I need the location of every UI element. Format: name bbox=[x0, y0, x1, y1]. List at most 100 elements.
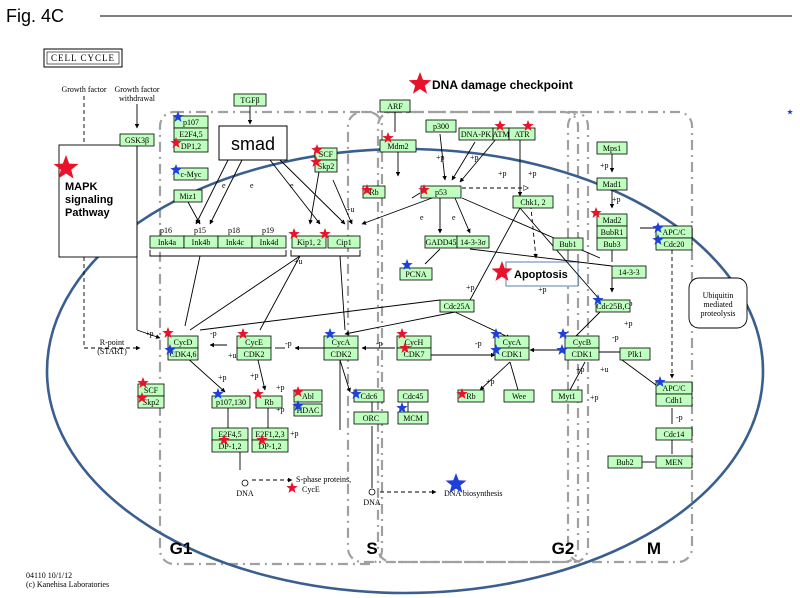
svg-text:Wee: Wee bbox=[512, 392, 526, 401]
svg-text:14-3-3σ: 14-3-3σ bbox=[460, 238, 486, 247]
red-star-icon bbox=[286, 482, 298, 493]
gene-cdk7: CDK7 bbox=[396, 347, 432, 361]
red-star-icon bbox=[399, 342, 411, 353]
svg-text:Bub2: Bub2 bbox=[616, 458, 633, 467]
growth-factor-label: Growth factor bbox=[61, 85, 106, 94]
red-star-icon bbox=[252, 388, 264, 399]
svg-text:p107,130: p107,130 bbox=[216, 398, 246, 407]
gene-e2f45-top: E2F4,5 bbox=[173, 127, 209, 141]
phase-box-g2 bbox=[376, 110, 590, 564]
gene-dp12-bottom: DP-1,2 bbox=[211, 439, 249, 453]
dna-damage-checkpoint-label: DNA damage checkpoint bbox=[432, 78, 573, 92]
gene-atr: ATR bbox=[508, 127, 536, 141]
svg-text:-p: -p bbox=[676, 413, 683, 422]
gene-wee: Wee bbox=[503, 389, 535, 403]
gene-cycb: CycB bbox=[564, 335, 600, 349]
svg-text:Rb: Rb bbox=[369, 188, 378, 197]
svg-text:+p: +p bbox=[486, 377, 495, 386]
red-star-icon bbox=[418, 184, 430, 195]
phase-label-g2: G2 bbox=[552, 539, 575, 558]
svg-text:E2F4,5: E2F4,5 bbox=[218, 430, 241, 439]
svg-text:-p: -p bbox=[612, 333, 619, 342]
svg-text:+p: +p bbox=[436, 153, 445, 162]
blue-star-icon bbox=[490, 328, 502, 339]
apoptosis-label: Apoptosis bbox=[514, 269, 568, 281]
p15-label: p15 bbox=[194, 226, 206, 235]
gene-skp2-bottom: Skp2 bbox=[137, 395, 165, 409]
svg-text:DP1,2: DP1,2 bbox=[181, 142, 201, 151]
gene-cdc20: Cdc20 bbox=[655, 237, 693, 251]
edges bbox=[136, 106, 675, 495]
mapk-label-1: MAPK bbox=[65, 181, 97, 193]
svg-text:ARF: ARF bbox=[387, 102, 403, 111]
svg-text:Bub1: Bub1 bbox=[559, 240, 576, 249]
gene-e2f45-bottom: E2F4,5 bbox=[211, 427, 249, 441]
svg-text:+u: +u bbox=[228, 351, 237, 360]
svg-text:DP-1,2: DP-1,2 bbox=[259, 442, 282, 451]
gene-p300: p300 bbox=[425, 119, 457, 133]
svg-text:CDK7: CDK7 bbox=[404, 350, 425, 359]
gene-mdm2: Mdm2 bbox=[379, 139, 417, 153]
svg-text:+p: +p bbox=[276, 405, 285, 414]
svg-text:e: e bbox=[222, 181, 226, 190]
svg-text:e: e bbox=[452, 213, 456, 222]
s-phase-cyce-label: CycE bbox=[302, 485, 320, 494]
svg-text:Ink4a: Ink4a bbox=[158, 238, 177, 247]
ubiquitin-label-2: mediated bbox=[703, 300, 732, 309]
svg-text:Bub3: Bub3 bbox=[603, 240, 620, 249]
gene-ink4a: Ink4a bbox=[149, 235, 185, 249]
svg-text:CDK2: CDK2 bbox=[331, 350, 352, 359]
svg-text:-p: -p bbox=[285, 339, 292, 348]
svg-text:MCM: MCM bbox=[403, 414, 423, 423]
ubiquitin-box bbox=[688, 277, 748, 329]
gene-tgfb: TGFβ bbox=[233, 93, 267, 107]
r-point-label-1: R-point bbox=[100, 338, 125, 347]
svg-text:Mad2: Mad2 bbox=[603, 216, 622, 225]
gene-cdc45: Cdc45 bbox=[397, 389, 429, 403]
svg-text:ATM: ATM bbox=[493, 130, 510, 139]
red-star-icon bbox=[136, 392, 148, 403]
gene-cdk46: CDK4,6 bbox=[167, 347, 199, 361]
svg-text:+p: +p bbox=[528, 169, 537, 178]
highlight-ellipse bbox=[45, 147, 765, 595]
svg-text:PCNA: PCNA bbox=[405, 270, 427, 279]
svg-text:ATR: ATR bbox=[514, 130, 530, 139]
ubiquitin-label-1: Ubiquitin bbox=[703, 291, 734, 300]
svg-text:BubR1: BubR1 bbox=[601, 228, 624, 237]
gene-cdk2-s: CDK2 bbox=[323, 347, 359, 361]
red-star-icon bbox=[137, 377, 149, 388]
gene-bub3: Bub3 bbox=[596, 237, 628, 251]
svg-text:DNA-PK: DNA-PK bbox=[461, 130, 491, 139]
dna-label-2: DNA bbox=[363, 498, 381, 507]
gene-dp12-rb: DP-1,2 bbox=[251, 439, 289, 453]
gene-atm: ATM bbox=[493, 127, 510, 141]
svg-text:+p: +p bbox=[538, 285, 547, 294]
dna-biosynthesis-label: DNA biosynthesis bbox=[444, 489, 502, 498]
red-star-icon bbox=[319, 228, 331, 239]
red-star-icon bbox=[491, 261, 513, 281]
svg-text:c-Myc: c-Myc bbox=[181, 170, 202, 179]
blue-star-icon bbox=[324, 328, 336, 339]
blue-star-icon bbox=[401, 259, 413, 270]
svg-text:Rb: Rb bbox=[264, 398, 273, 407]
svg-text:Chk1, 2: Chk1, 2 bbox=[520, 198, 545, 207]
pathway-title-box bbox=[43, 48, 123, 68]
gene-p107: p107 bbox=[173, 115, 209, 129]
svg-text:CDK4,6: CDK4,6 bbox=[170, 350, 197, 359]
svg-text:+p: +p bbox=[576, 365, 585, 374]
svg-text:+p: +p bbox=[470, 153, 479, 162]
blue-star-icon bbox=[556, 344, 568, 355]
gene-mcm: MCM bbox=[397, 411, 429, 425]
gene-pcna: PCNA bbox=[399, 267, 433, 281]
gene-skp2-top: Skp2 bbox=[314, 159, 338, 173]
svg-text:p107: p107 bbox=[183, 118, 199, 127]
gene-n1433: 14-3-3 bbox=[611, 265, 647, 279]
gene-plk1: Plk1 bbox=[619, 347, 651, 361]
pathway-title: CELL CYCLE bbox=[51, 53, 115, 63]
red-star-icon bbox=[256, 434, 268, 445]
gene-cdc14: Cdc14 bbox=[655, 427, 693, 441]
gene-kip12: Kip1, 2 bbox=[291, 235, 327, 249]
svg-text:CycH: CycH bbox=[405, 338, 424, 347]
svg-text:Skp2: Skp2 bbox=[143, 398, 159, 407]
